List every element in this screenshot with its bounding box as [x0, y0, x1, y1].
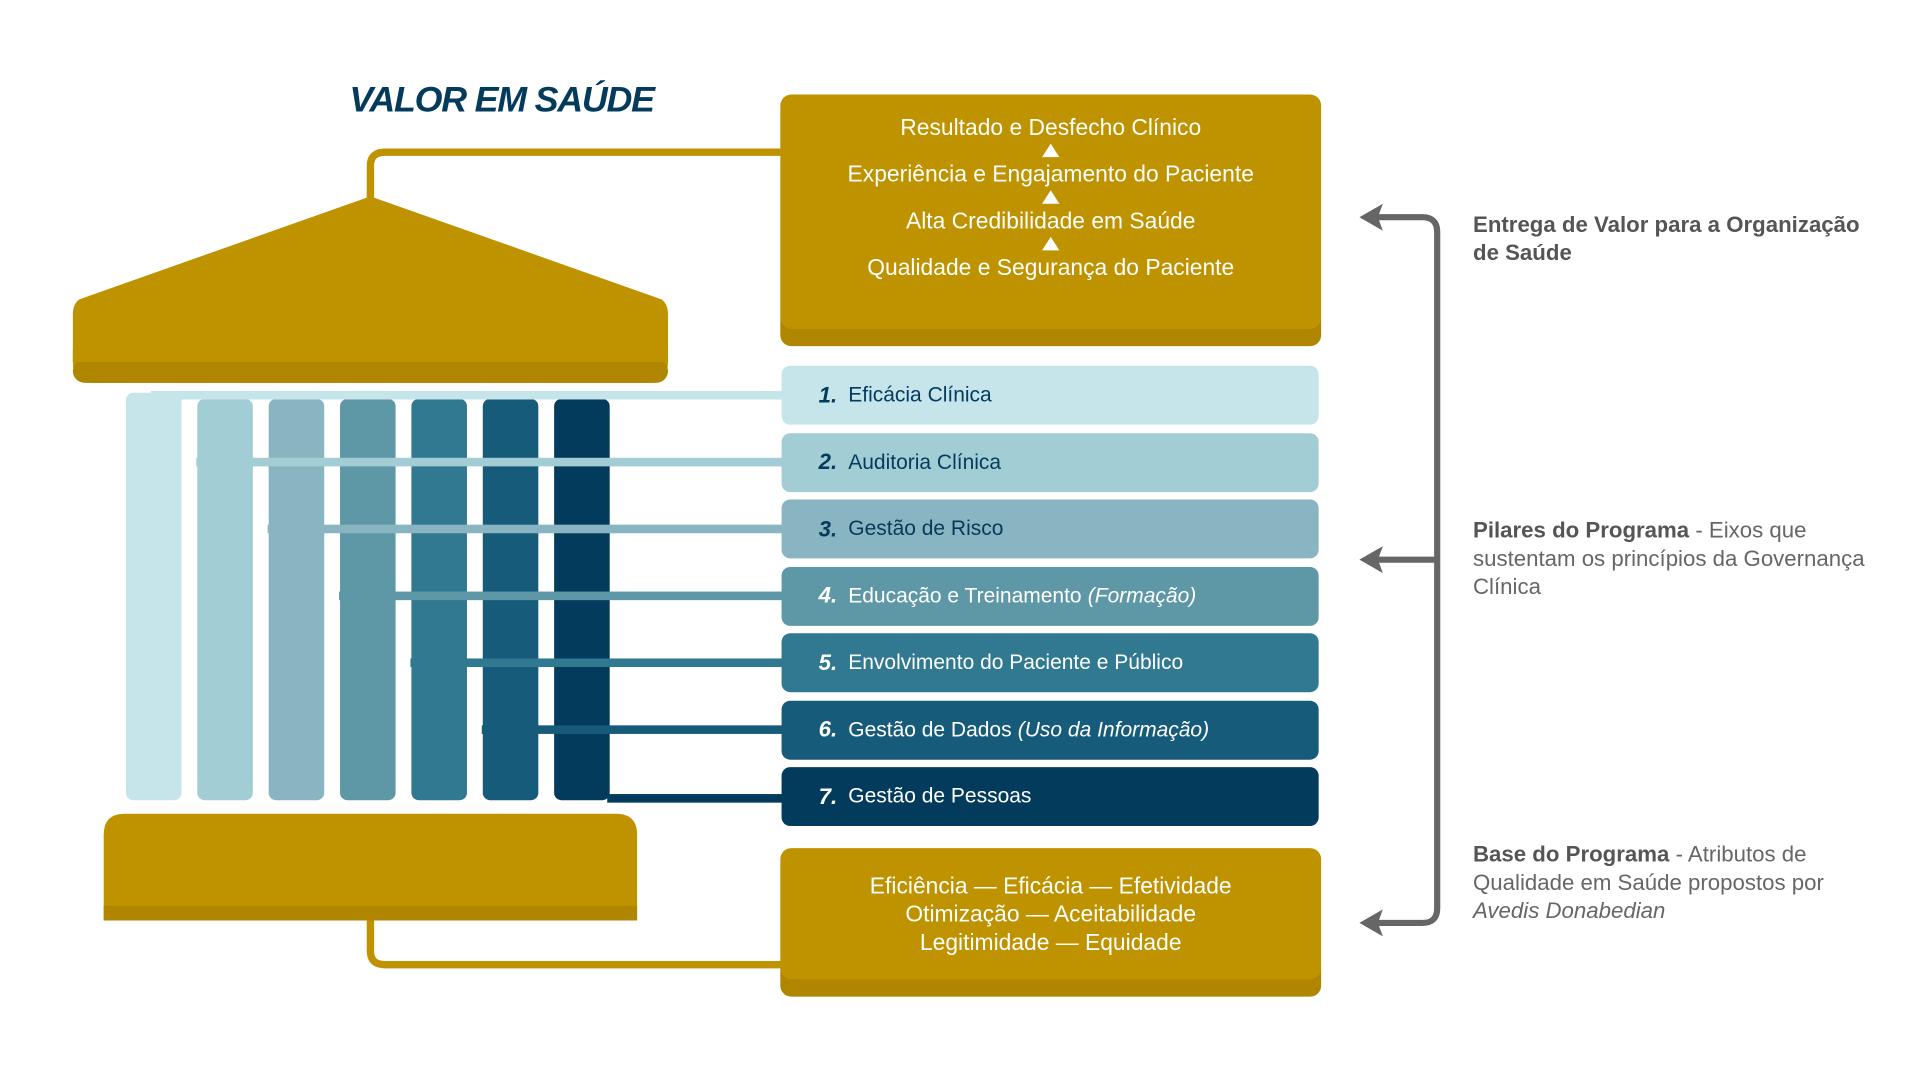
side-note-base-title: Base do Programa [1472, 841, 1670, 867]
temple-roof [72, 196, 668, 383]
roof-connector-line [366, 148, 783, 199]
pillar-item-3: 3. Gestão de Risco [781, 499, 1319, 559]
bracket-line [1368, 214, 1441, 926]
value-level-4: Resultado e Desfecho Clínico [900, 114, 1202, 140]
temple-base [103, 813, 638, 921]
base-connector-line [366, 920, 783, 969]
value-level-1: Qualidade e Segurança do Paciente [867, 254, 1235, 280]
side-note-base-author: Avedis Donabedian [1472, 898, 1666, 923]
pillar-number: 6. [818, 716, 838, 742]
pillar-item-2: 2. Auditoria Clínica [781, 432, 1319, 492]
pillar-connector-7 [607, 794, 783, 803]
value-delivery-box: Resultado e Desfecho Clínico Experiência… [780, 94, 1322, 347]
arrow-left-icon-top [1359, 203, 1383, 231]
pillar-connector-1 [150, 390, 783, 400]
pillar-label: Gestão de Risco [848, 516, 1004, 541]
pillar-column-3 [268, 398, 325, 801]
pillar-item-7: 7. Gestão de Pessoas [781, 767, 1319, 826]
side-note-pillars: Pilares do Programa - Eixos que sustenta… [1473, 517, 1880, 602]
pillar-number: 7. [818, 783, 838, 809]
pillar-number: 5. [818, 649, 838, 675]
side-note-delivery-title: Entrega de Valor para a Organização de S… [1472, 212, 1860, 266]
pillar-number: 4. [818, 582, 838, 608]
pillar-item-4: 4. Educação e Treinamento(Formação) [781, 566, 1319, 626]
side-note-pillars-title: Pilares do Programa [1472, 517, 1690, 543]
pillar-item-6: 6. Gestão de Dados(Uso da Informação) [781, 700, 1319, 760]
side-note-base: Base do Programa - Atributos de Qualidad… [1473, 841, 1880, 926]
pillar-item-1: 1. Eficácia Clínica [781, 365, 1319, 425]
pillar-column-2 [197, 398, 253, 801]
pillar-label: Eficácia Clínica [848, 382, 992, 407]
arrow-left-icon-middle [1359, 546, 1383, 574]
side-note-pillars-text: - Eixos que sustentam os princípios da G… [1472, 517, 1865, 599]
pillar-item-5: 5. Envolvimento do Paciente e Público [781, 633, 1319, 693]
value-level-3: Experiência e Engajamento do Paciente [847, 160, 1254, 187]
side-note-delivery: Entrega de Valor para a Organização de S… [1473, 211, 1880, 267]
pillar-label: Gestão de Pessoas [848, 784, 1032, 808]
pillar-connector-3 [267, 524, 783, 534]
pillar-connector-2 [196, 457, 783, 467]
pillar-column-1 [125, 392, 182, 801]
value-level-2: Alta Credibilidade em Saúde [905, 207, 1196, 234]
pillar-number: 1. [818, 382, 838, 407]
pillar-label: Educação e Treinamento [848, 583, 1082, 607]
attributes-row-2: Otimização — Aceitabilidade [905, 900, 1197, 927]
pillar-number: 3. [818, 516, 838, 541]
pillar-note: (Uso da Informação) [1017, 717, 1210, 741]
pillar-label: Gestão de Dados [848, 717, 1012, 741]
diagram-title: VALOR EM SAÚDE [349, 81, 655, 121]
attributes-row-3: Legitimidade — Equidade [919, 929, 1182, 955]
side-note-base-text: - Atributos de Qualidade em Saúde propos… [1472, 841, 1824, 895]
arrow-left-icon-bottom [1359, 909, 1383, 937]
pillar-note: (Formação) [1087, 583, 1197, 607]
temple-roof-shadow [72, 359, 668, 383]
pillar-connector-4 [339, 591, 783, 601]
triangle-up-icon [1042, 190, 1060, 204]
temple-base-shadow [103, 905, 638, 921]
triangle-up-icon [1042, 236, 1060, 251]
quality-attributes-box: Eficiência — Eficácia — Efetividade Otim… [780, 848, 1322, 997]
attributes-row-1: Eficiência — Eficácia — Efetividade [869, 872, 1232, 899]
pillar-connector-5 [410, 658, 783, 668]
pillar-connector-6 [481, 725, 783, 734]
pillar-label: Envolvimento do Paciente e Público [848, 650, 1184, 674]
pillar-number: 2. [818, 449, 838, 474]
triangle-up-icon [1042, 143, 1060, 158]
pillar-label: Auditoria Clínica [848, 449, 1002, 474]
